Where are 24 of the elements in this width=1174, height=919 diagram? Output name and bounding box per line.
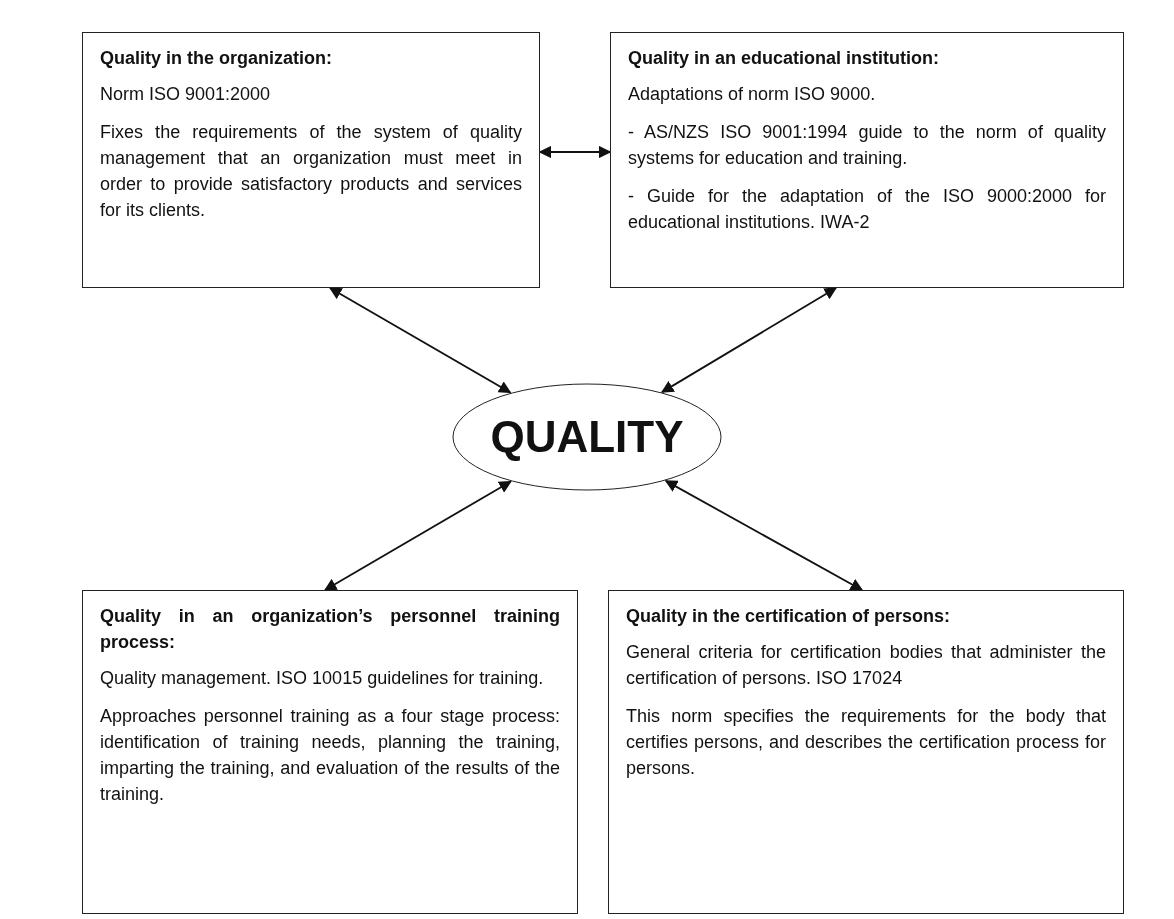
box-text: Fixes the requirements of the system of quality management that an organization must meet in order to provide satisfactory products and services for its clients. <box>100 121 522 222</box>
text-box <box>82 590 578 914</box>
text-box <box>82 32 540 288</box>
box-heading: Quality in the organization: <box>100 47 333 70</box>
double-arrow <box>323 480 512 591</box>
text-box <box>610 32 1124 288</box>
box-text: - AS/NZS ISO 9001:1994 guide to the norm of quality systems for education and training. <box>628 121 1106 170</box>
box-heading: Quality in an organization’s personnel training process: <box>100 605 560 654</box>
double-arrow <box>328 287 512 394</box>
double-arrow <box>538 145 612 159</box>
double-arrow <box>664 479 864 591</box>
box-text: Quality management. ISO 10015 guidelines for training. <box>100 667 545 690</box>
box-heading: Quality in an educational institution: <box>628 47 940 70</box>
double-arrow <box>660 287 838 393</box>
box-text: - Guide for the adaptation of the ISO 9000:2000 for educational institutions. IWA-2 <box>628 185 1106 234</box>
text-box <box>608 590 1124 914</box>
box-text: General criteria for certification bodies that administer the certification of persons. ISO 17024 <box>626 641 1106 690</box>
box-heading: Quality in the certification of persons: <box>626 605 952 628</box>
box-text: Norm ISO 9001:2000 <box>100 83 272 106</box>
center-label: QUALITY <box>490 412 684 462</box>
box-text: Adaptations of norm ISO 9000. <box>628 83 877 106</box>
box-text: This norm specifies the requirements for the body that certifies persons, and describes the certification process for persons. <box>626 705 1106 780</box>
box-text: Approaches personnel training as a four stage process: identification of training needs, planning the training, imparting the training, and evaluation of the results of the training. <box>100 705 560 806</box>
ellipse-node <box>452 383 722 491</box>
